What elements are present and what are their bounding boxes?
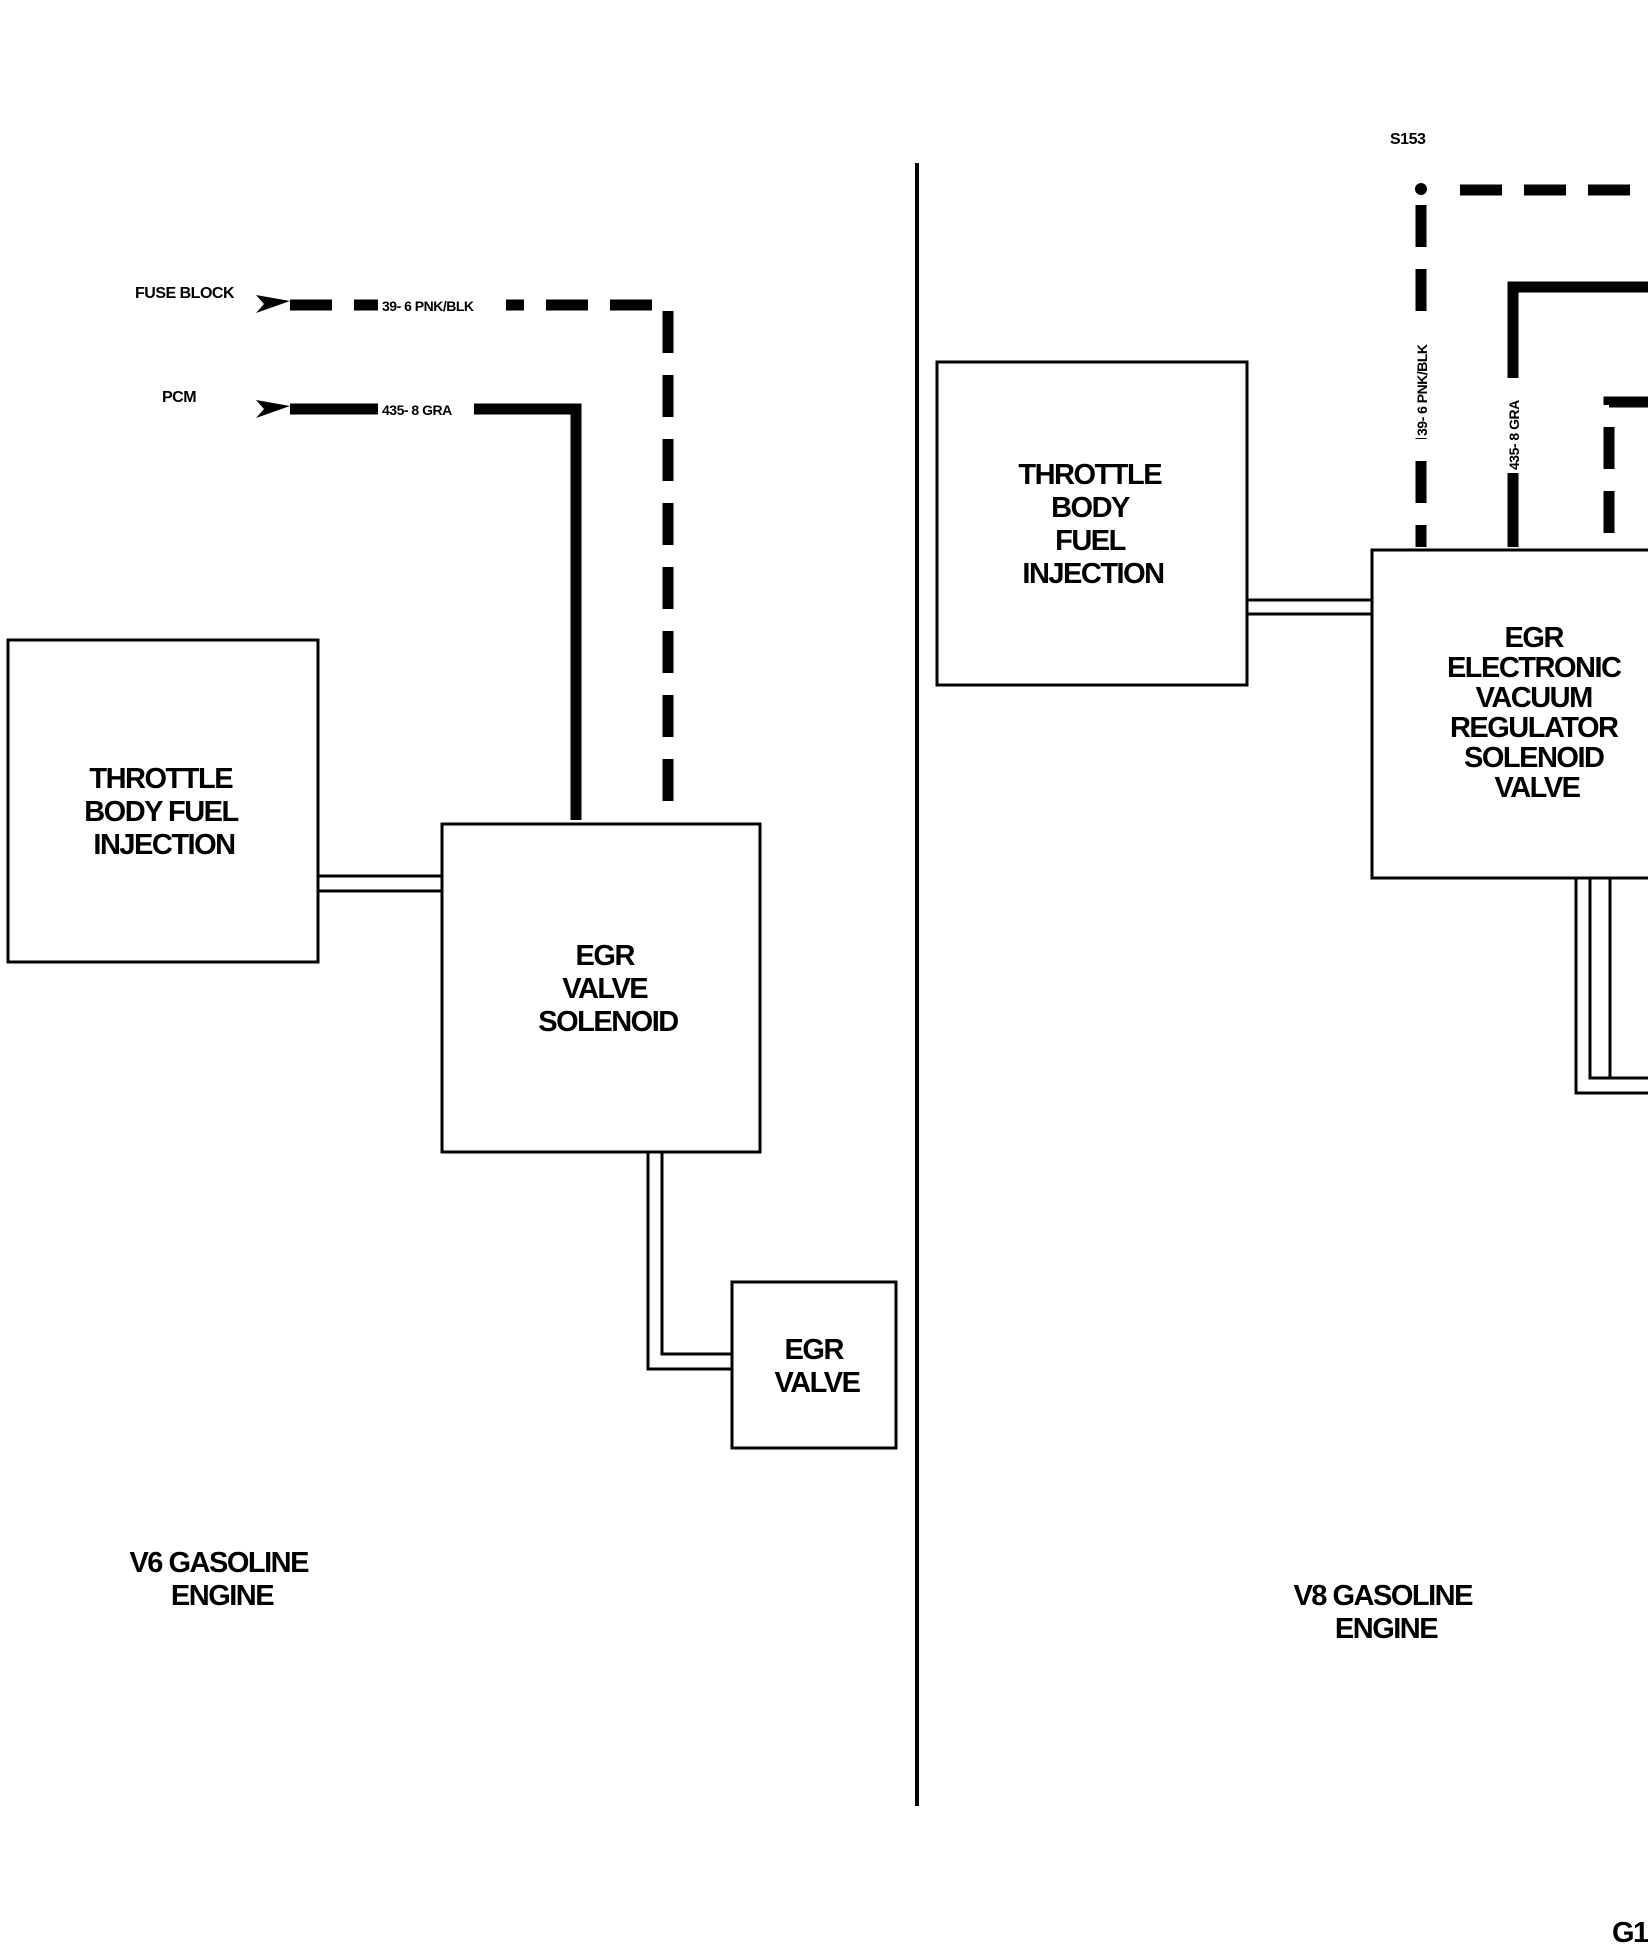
v8-wire-435-label-bg [1502, 378, 1524, 473]
pcm-connector-arrow [256, 400, 290, 418]
egr-regulator-line: ELECTRONIC [1447, 652, 1622, 684]
egr-solenoid-line: EGR [576, 940, 636, 972]
v8-panel: S153 39- 6 PNK/BLK 435- 8 GRA THROTTLE B… [935, 131, 1648, 1645]
v8-throttle-body-fuel-injection-box [935, 360, 1249, 687]
egr-regulator-line: VACUUM [1476, 682, 1592, 714]
vacuum-hose-outer [646, 1152, 732, 1371]
v6-caption-line: ENGINE [171, 1580, 274, 1612]
v8-caption-line: V8 GASOLINE [1293, 1580, 1473, 1612]
v8-tbfi-label: THROTTLE BODY FUEL INJECTION [1018, 459, 1167, 590]
egr-valve-label: EGR VALVE [775, 1334, 861, 1399]
egr-regulator-line: REGULATOR [1450, 712, 1619, 744]
egr-valve-box [730, 1280, 898, 1450]
egr-valve-line: VALVE [775, 1367, 861, 1399]
wire-39-pnk-blk [290, 299, 674, 820]
v6-panel: FUSE BLOCK PCM 39- 6 PNK/BLK 435- 8 GRA … [6, 285, 898, 1612]
v6-caption-line: V6 GASOLINE [129, 1547, 309, 1579]
wire-435-label-bg [378, 398, 474, 420]
egr-valve-line: EGR [785, 1334, 845, 1366]
v8-wire-435-gra [1507, 281, 1648, 547]
egr-regulator-line: VALVE [1495, 772, 1581, 804]
v8-engine-caption: V8 GASOLINE ENGINE [1293, 1580, 1478, 1645]
v8-vacuum-hose-outer [1574, 878, 1648, 1095]
wire-435-label: 435- 8 GRA [382, 402, 452, 418]
v8-egr-valve-box-edge [1608, 876, 1648, 1078]
v8-wire-39-label: 39- 6 PNK/BLK [1414, 344, 1430, 436]
v8-wire-39-label-bg [1410, 318, 1432, 438]
tbfi-line: BODY FUEL [84, 796, 238, 828]
v8-wire-third [1603, 396, 1648, 547]
egr-regulator-line: EGR [1505, 622, 1565, 654]
page-code: G1 [1612, 1917, 1648, 1948]
egr-solenoid-line: VALVE [562, 973, 648, 1005]
splice-s153-dot [1415, 183, 1427, 195]
egr-valve-solenoid-label: EGR VALVE SOLENOID [538, 940, 678, 1038]
tbfi-line: THROTTLE [89, 763, 233, 795]
pcm-label: PCM [162, 389, 196, 406]
v8-tbfi-line: FUEL [1055, 525, 1126, 557]
v6-engine-caption: V6 GASOLINE ENGINE [129, 1547, 314, 1612]
v8-wire-435-label: 435- 8 GRA [1506, 400, 1522, 470]
splice-s153-label: S153 [1390, 131, 1426, 148]
egr-regulator-label: EGR ELECTRONIC VACUUM REGULATOR SOLENOID… [1447, 622, 1627, 804]
fuse-block-connector-arrow [256, 295, 290, 313]
v8-tbfi-line: BODY [1051, 492, 1130, 524]
egr-regulator-box [1370, 548, 1648, 880]
v8-caption-line: ENGINE [1335, 1613, 1438, 1645]
throttle-body-fuel-injection-box [6, 638, 320, 964]
wire-39-label: 39- 6 PNK/BLK [382, 298, 474, 314]
vacuum-hose-inner [660, 1152, 732, 1356]
tbfi-label: THROTTLE BODY FUEL INJECTION [84, 763, 244, 861]
wire-39-label-bg [378, 294, 506, 316]
wire-435-gra [290, 403, 582, 820]
v8-tbfi-line: THROTTLE [1018, 459, 1162, 491]
egr-solenoid-line: SOLENOID [538, 1006, 678, 1038]
egr-valve-solenoid-box [440, 822, 762, 1154]
egr-regulator-line: SOLENOID [1464, 742, 1604, 774]
fuse-block-label: FUSE BLOCK [135, 285, 235, 302]
tbfi-line: INJECTION [93, 829, 234, 861]
v8-tbfi-line: INJECTION [1022, 558, 1163, 590]
v8-vacuum-hose-inner [1588, 878, 1648, 1080]
